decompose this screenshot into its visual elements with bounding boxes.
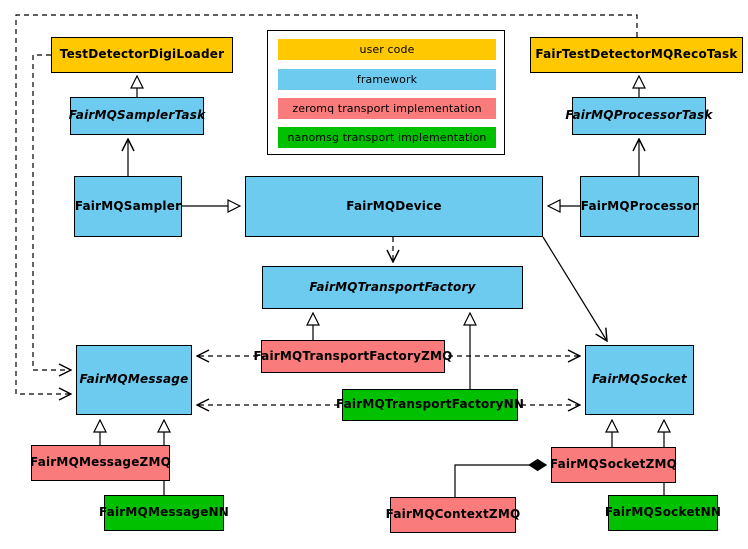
class-node-fairmq-transport-factory[interactable]: FairMQTransportFactory <box>262 266 523 309</box>
class-node-fairmq-processor-task[interactable]: FairMQProcessorTask <box>565 97 712 135</box>
legend-label-user-code: user code <box>359 43 415 56</box>
legend-item-framework: framework <box>278 69 496 90</box>
class-label-fairmq-socket-zmq: FairMQSocketZMQ <box>549 457 678 472</box>
class-node-fairtest-detector-mq-reco-task[interactable]: FairTestDetectorMQRecoTask <box>530 37 743 73</box>
class-label-fairmq-sampler-task: FairMQSamplerTask <box>68 108 206 123</box>
class-label-fairmq-transport-factory-nn: FairMQTransportFactoryNN <box>335 397 525 412</box>
class-label-fairmq-processor: FairMQProcessor <box>580 198 699 213</box>
class-node-test-detector-digi-loader[interactable]: TestDetectorDigiLoader <box>51 37 233 73</box>
class-node-fairmq-sampler-task[interactable]: FairMQSamplerTask <box>68 97 206 135</box>
legend-label-nanomsg: nanomsg transport implementation <box>287 131 487 144</box>
class-node-fairmq-socket[interactable]: FairMQSocket <box>585 345 694 415</box>
class-node-fairmq-message[interactable]: FairMQMessage <box>76 345 192 415</box>
class-node-fairmq-message-nn[interactable]: FairMQMessageNN <box>99 495 229 531</box>
class-node-fairmq-transport-factory-nn[interactable]: FairMQTransportFactoryNN <box>336 389 524 421</box>
edge-contextzmq-composition <box>454 458 548 497</box>
class-label-fairtest-detector-mq-reco-task: FairTestDetectorMQRecoTask <box>535 47 738 62</box>
class-label-fairmq-transport-factory: FairMQTransportFactory <box>309 279 476 294</box>
class-node-fairmq-context-zmq[interactable]: FairMQContextZMQ <box>386 497 520 533</box>
edge-device-to-socket <box>542 236 607 341</box>
class-node-fairmq-device[interactable]: FairMQDevice <box>245 176 543 237</box>
legend-item-user-code: user code <box>278 39 496 60</box>
class-label-fairmq-message-nn: FairMQMessageNN <box>98 505 230 520</box>
class-label-fairmq-transport-factory-zmq: FairMQTransportFactoryZMQ <box>253 348 453 363</box>
legend-label-framework: framework <box>356 73 418 86</box>
class-label-fairmq-device: FairMQDevice <box>346 198 442 213</box>
legend-item-zeromq: zeromq transport implementation <box>278 98 496 119</box>
class-label-fairmq-processor-task: FairMQProcessorTask <box>565 108 713 123</box>
class-label-fairmq-socket-nn: FairMQSocketNN <box>604 505 722 520</box>
class-label-fairmq-sampler: FairMQSampler <box>74 198 182 213</box>
class-node-fairmq-transport-factory-zmq[interactable]: FairMQTransportFactoryZMQ <box>253 340 452 373</box>
class-label-fairmq-message: FairMQMessage <box>79 372 189 387</box>
class-node-fairmq-processor[interactable]: FairMQProcessor <box>580 176 699 237</box>
legend-label-zeromq: zeromq transport implementation <box>292 102 482 115</box>
class-node-fairmq-sampler[interactable]: FairMQSampler <box>74 176 182 237</box>
legend: user code framework zeromq transport imp… <box>267 30 505 155</box>
class-label-fairmq-context-zmq: FairMQContextZMQ <box>385 507 521 522</box>
legend-item-nanomsg: nanomsg transport implementation <box>278 127 496 148</box>
class-label-fairmq-message-zmq: FairMQMessageZMQ <box>30 455 172 470</box>
class-node-fairmq-message-zmq[interactable]: FairMQMessageZMQ <box>30 445 172 481</box>
class-label-fairmq-socket: FairMQSocket <box>592 372 687 387</box>
class-node-fairmq-socket-zmq[interactable]: FairMQSocketZMQ <box>549 447 678 483</box>
class-label-test-detector-digi-loader: TestDetectorDigiLoader <box>59 47 225 62</box>
edge-digiloader-to-message <box>32 54 71 370</box>
class-node-fairmq-socket-nn[interactable]: FairMQSocketNN <box>604 495 722 531</box>
